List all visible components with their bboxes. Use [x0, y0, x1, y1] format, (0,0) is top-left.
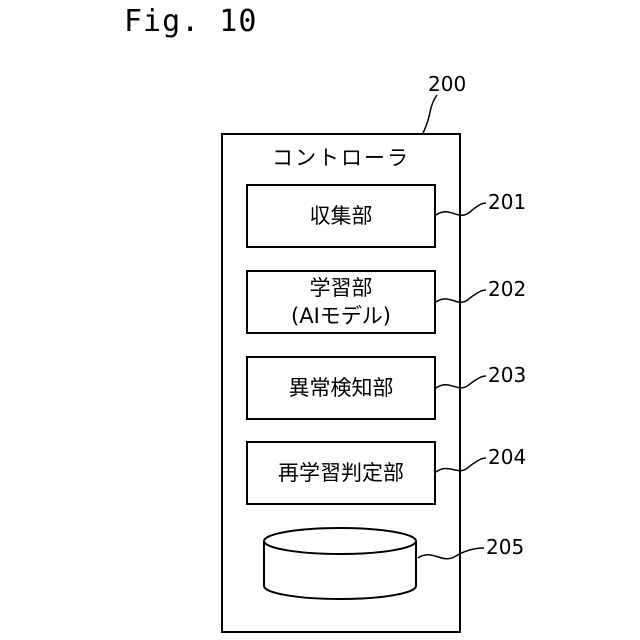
ref-202: 202 [488, 277, 526, 301]
ref-204: 204 [488, 445, 526, 469]
anomaly-detection-unit-box: 異常検知部 [246, 356, 436, 420]
learning-unit-label: 学習部 [310, 274, 373, 302]
ref-205: 205 [486, 535, 524, 559]
ref-201: 201 [488, 190, 526, 214]
relearning-judgment-unit-box: 再学習判定部 [246, 441, 436, 505]
ref-200: 200 [428, 72, 466, 96]
learning-unit-box: 学習部 (AIモデル) [246, 270, 436, 334]
ref-203: 203 [488, 363, 526, 387]
leader-line-200 [423, 95, 437, 133]
collection-unit-box: 収集部 [246, 184, 436, 248]
relearning-judgment-unit-label: 再学習判定部 [278, 459, 404, 487]
learning-unit-sublabel: (AIモデル) [291, 302, 391, 330]
anomaly-detection-unit-label: 異常検知部 [289, 374, 394, 402]
collection-unit-label: 収集部 [310, 202, 373, 230]
controller-label: コントローラ [221, 142, 461, 172]
